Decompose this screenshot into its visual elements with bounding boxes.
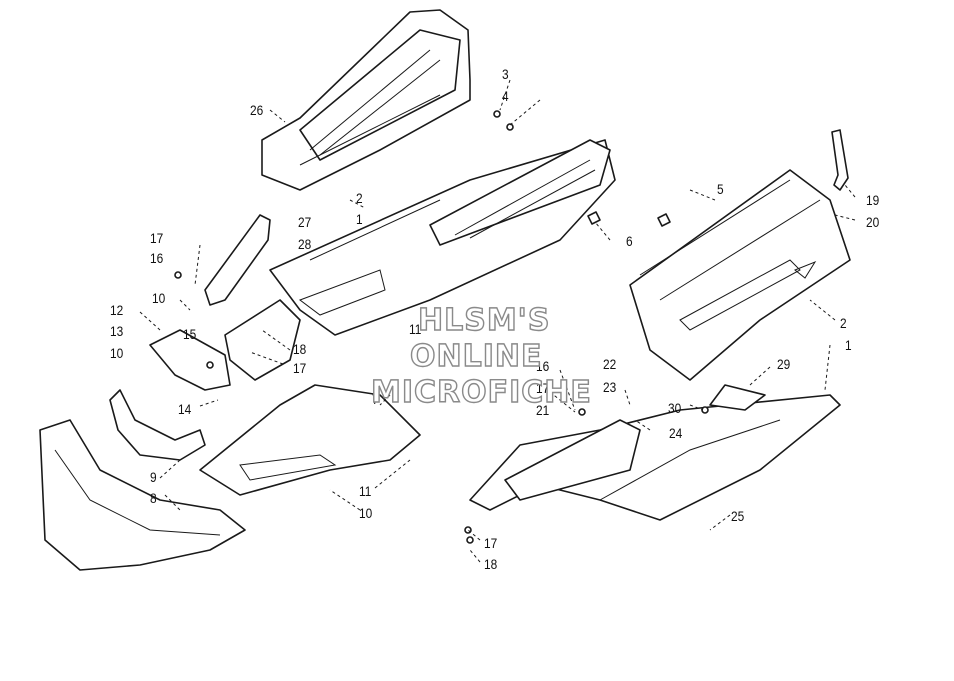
callout-24: 24 [669, 425, 683, 441]
callout-20: 20 [866, 214, 880, 230]
callout-7: 7 [372, 391, 379, 407]
callout-3: 3 [502, 66, 509, 82]
side-panel-part [204, 214, 301, 381]
front-bracket-part [149, 329, 231, 391]
callout-5: 5 [717, 181, 724, 197]
callout-11-low: 11 [359, 483, 372, 499]
right-running-board-part [629, 169, 851, 381]
callout-11: 11 [409, 321, 422, 337]
watermark-line-3: MICROFICHE [370, 374, 592, 410]
callout-1: 1 [356, 211, 363, 227]
callout-21: 21 [536, 402, 550, 418]
callout-30: 30 [668, 400, 682, 416]
callout-23: 23 [603, 379, 617, 395]
callout-16-b: 16 [536, 358, 550, 374]
callout-10: 10 [152, 290, 166, 306]
callout-12: 12 [110, 302, 124, 318]
callout-9: 9 [150, 469, 157, 485]
callout-29: 29 [777, 356, 791, 372]
callout-26: 26 [250, 102, 264, 118]
callout-27: 27 [298, 214, 312, 230]
callout-25: 25 [731, 508, 745, 524]
callout-17: 17 [150, 230, 164, 246]
callout-13: 13 [110, 323, 124, 339]
callout-10-low: 10 [359, 505, 373, 521]
callout-10-b: 10 [110, 345, 124, 361]
center-running-board-part [269, 139, 616, 336]
callout-15: 15 [183, 326, 197, 342]
callout-8: 8 [150, 490, 157, 506]
callout-22: 22 [603, 356, 617, 372]
hardware-parts [174, 110, 709, 544]
callout-18-b: 18 [484, 556, 498, 572]
rear-tunnel-part [469, 384, 841, 521]
callout-2: 2 [356, 190, 363, 206]
callout-4: 4 [502, 88, 509, 104]
callout-17-b: 17 [293, 360, 307, 376]
upper-panel-part [261, 9, 471, 191]
footrest-bracket-part [831, 129, 849, 191]
callout-17-c: 17 [536, 380, 550, 396]
callout-18: 18 [293, 341, 307, 357]
callout-1-right: 1 [845, 337, 852, 353]
callout-17-d: 17 [484, 535, 498, 551]
callout-14: 14 [178, 401, 192, 417]
callout-6: 6 [626, 233, 633, 249]
leader-lines [139, 79, 856, 563]
front-bumper-part [39, 389, 246, 571]
callout-28: 28 [298, 236, 312, 252]
watermark-line-2: ONLINE [409, 338, 543, 374]
callout-16: 16 [150, 250, 164, 266]
watermark-line-1: HLSM'S [417, 302, 551, 338]
callout-2-right: 2 [840, 315, 847, 331]
skid-plate-part [199, 384, 421, 496]
callout-19: 19 [866, 192, 880, 208]
